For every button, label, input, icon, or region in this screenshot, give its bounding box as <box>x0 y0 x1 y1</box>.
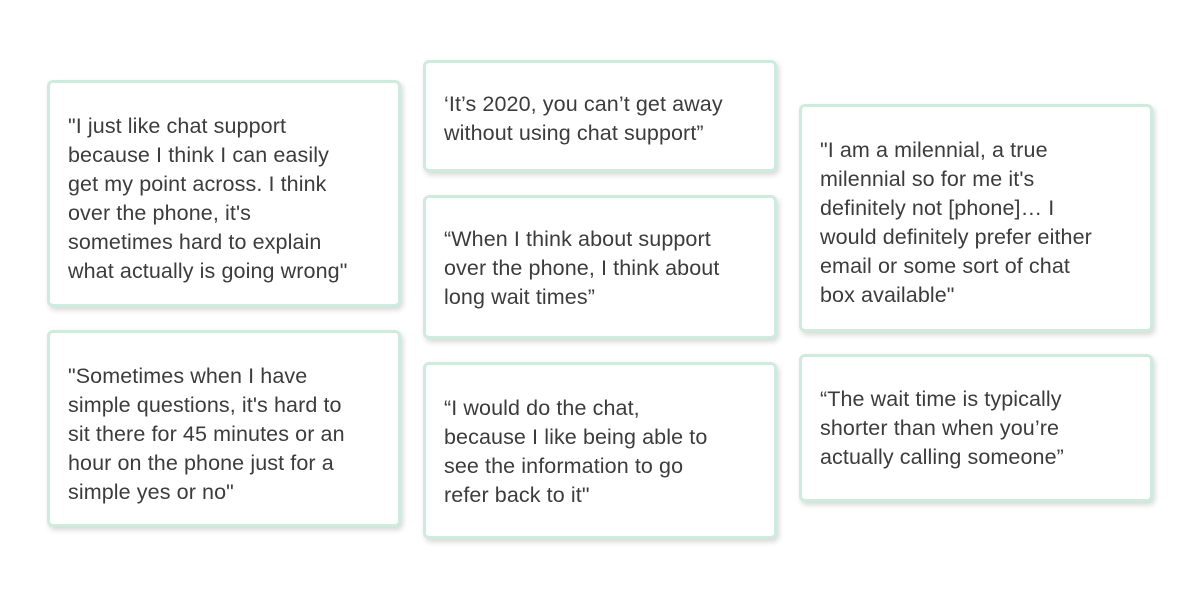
quote-card: "Sometimes when I have simple questions,… <box>47 330 401 527</box>
quote-text: "I just like chat support because I thin… <box>68 112 386 286</box>
quote-card: “The wait time is typically shorter than… <box>799 354 1153 502</box>
quote-text: ‘It’s 2020, you can’t get away without u… <box>444 90 762 148</box>
quote-line: without using chat support” <box>444 121 704 145</box>
quote-line: "Sometimes when I have <box>68 364 308 388</box>
quote-card: “When I think about support over the pho… <box>423 195 777 339</box>
quote-line: simple questions, it's hard to <box>68 393 342 417</box>
quote-text: “I would do the chat, because I like bei… <box>444 394 762 510</box>
quote-line: because I like being able to <box>444 425 708 449</box>
quote-line: sometimes hard to explain <box>68 230 322 254</box>
quote-line: ‘It’s 2020, you can’t get away <box>444 92 723 116</box>
quote-card: ‘It’s 2020, you can’t get away without u… <box>423 60 777 172</box>
quote-card: “I would do the chat, because I like bei… <box>423 362 777 539</box>
quote-line: over the phone, it's <box>68 201 251 225</box>
quote-line: "I am a milennial, a true <box>820 138 1048 162</box>
quote-line: milennial so for me it's <box>820 167 1035 191</box>
quote-line: email or some sort of chat <box>820 254 1070 278</box>
quote-line: actually calling someone” <box>820 445 1064 469</box>
quote-text: “When I think about support over the pho… <box>444 225 762 312</box>
quote-text: "I am a milennial, a true milennial so f… <box>820 136 1138 310</box>
quote-line: long wait times” <box>444 285 595 309</box>
quote-line: because I think I can easily <box>68 143 329 167</box>
quote-card: "I am a milennial, a true milennial so f… <box>799 104 1153 332</box>
quote-line: “I would do the chat, <box>444 396 640 420</box>
quote-line: would definitely prefer either <box>820 225 1092 249</box>
quote-line: what actually is going wrong" <box>68 259 348 283</box>
quote-line: get my point across. I think <box>68 172 327 196</box>
quote-line: over the phone, I think about <box>444 256 720 280</box>
quote-line: refer back to it" <box>444 483 590 507</box>
quote-line: shorter than when you’re <box>820 416 1060 440</box>
quote-line: “When I think about support <box>444 227 711 251</box>
quote-line: see the information to go <box>444 454 684 478</box>
quote-line: “The wait time is typically <box>820 387 1062 411</box>
quote-line: sit there for 45 minutes or an <box>68 422 345 446</box>
quote-line: hour on the phone just for a <box>68 451 334 475</box>
quote-line: simple yes or no" <box>68 480 234 504</box>
quote-line: definitely not [phone]… I <box>820 196 1055 220</box>
quote-line: "I just like chat support <box>68 114 287 138</box>
quote-card: "I just like chat support because I thin… <box>47 80 401 307</box>
quote-text: "Sometimes when I have simple questions,… <box>68 362 386 507</box>
quote-line: box available" <box>820 283 955 307</box>
quote-text: “The wait time is typically shorter than… <box>820 385 1138 472</box>
